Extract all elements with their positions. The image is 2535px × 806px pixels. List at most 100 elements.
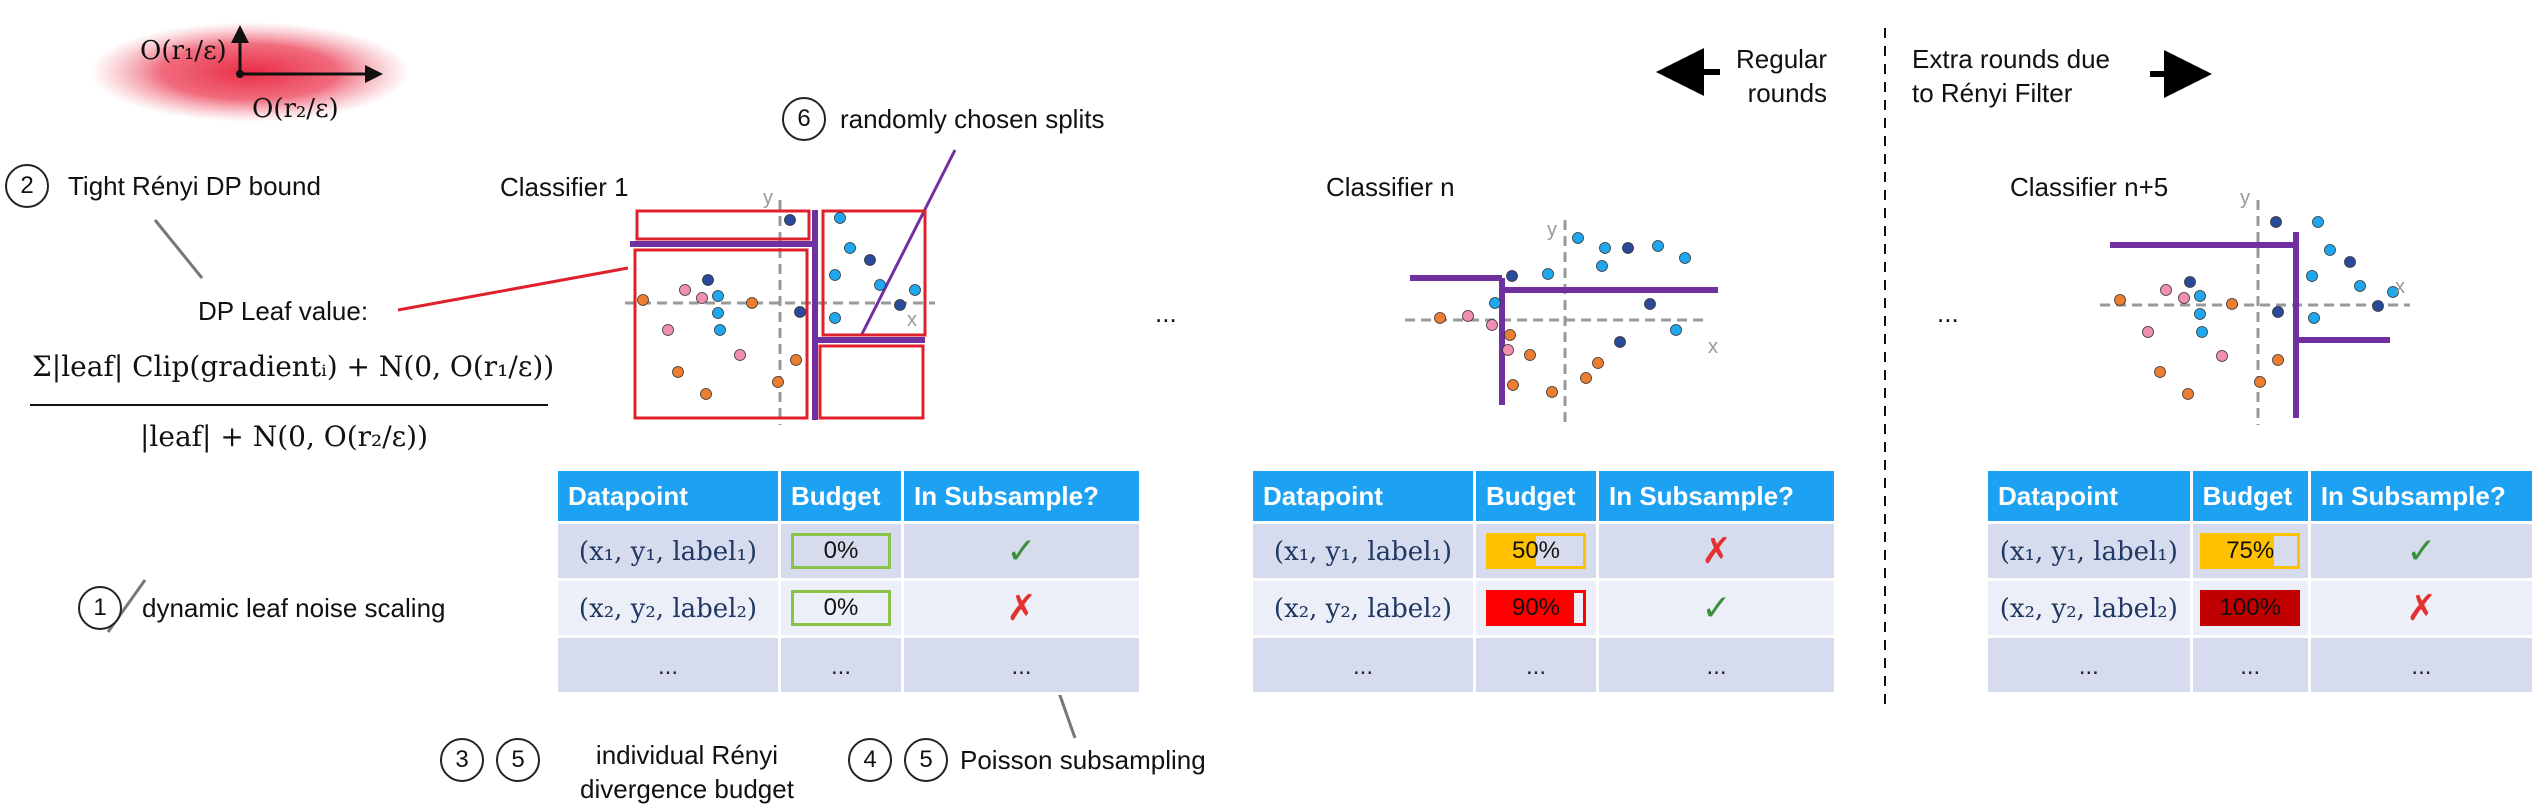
budget-value: ...: [830, 652, 851, 680]
column-header: Budget: [1473, 468, 1599, 524]
step-5-badge-b: 5: [904, 738, 948, 782]
budget-cell: 90%: [1473, 578, 1599, 638]
step-5-badge-a: 5: [496, 738, 540, 782]
column-header: Datapoint: [1250, 468, 1476, 524]
subsample-cell: ...: [2307, 635, 2535, 695]
step-4-badge: 4: [848, 738, 892, 782]
formula-denominator: |leaf| + N(0, O(r₂/ε)): [140, 420, 429, 453]
axis-label-y-cn: y: [1547, 219, 1557, 241]
budget-bar: 0%: [791, 533, 891, 569]
table-row: (x₂, y₂, label₂) 0% ✗: [555, 578, 1142, 638]
cross-icon: ✗: [1701, 530, 1732, 571]
budget-cell: ...: [2189, 635, 2311, 695]
formula-numerator: Σ|leaf| Clip(gradientᵢ) + N(0, O(r₁/ε)): [32, 350, 555, 383]
table-row: (x₁, y₁, label₁) 75% ✓: [1985, 521, 2535, 581]
budget-bar: 90%: [1486, 590, 1586, 626]
step-3-badge: 3: [440, 738, 484, 782]
check-icon: ✓: [1006, 530, 1037, 571]
budget-fill: [1489, 593, 1574, 623]
subsample-cell: ...: [1596, 635, 1837, 695]
extra-rounds-label: Extra rounds due to Rényi Filter: [1912, 44, 2111, 108]
check-icon: ✓: [2406, 530, 2437, 571]
axis-label-x-cn5: x: [2395, 276, 2405, 298]
cross-icon: ✗: [1006, 587, 1037, 628]
classifier-n5-plot: [2100, 200, 2410, 425]
column-header: In Subsample?: [1596, 468, 1837, 524]
budget-fill: [2203, 593, 2298, 623]
regular-rounds-label: Regular rounds: [1736, 44, 1828, 108]
budget-fill: [1489, 536, 1536, 566]
ellipsis: ...: [2411, 652, 2432, 680]
classifier-n5-title: Classifier n+5: [2010, 172, 2169, 202]
datapoint-value: (x₂, y₂, label₂): [578, 593, 758, 624]
classifier-1-title: Classifier 1: [500, 172, 629, 202]
subsample-cell: ✗: [1596, 521, 1837, 581]
ellipsis-between-1: ...: [1155, 298, 1177, 328]
datapoint-cell: ...: [1985, 635, 2193, 695]
column-header: Budget: [778, 468, 904, 524]
classifier-1-plot: [625, 200, 935, 425]
budget-bar: 0%: [791, 590, 891, 626]
subsample-cell: ✓: [901, 521, 1142, 581]
classifier-n-title: Classifier n: [1326, 172, 1455, 202]
budget-value: 100%: [2219, 594, 2281, 621]
budget-value: 0%: [823, 537, 859, 564]
datapoint-cell: (x₁, y₁, label₁): [555, 521, 781, 581]
budget-cell: 0%: [778, 521, 904, 581]
datapoint-value: (x₁, y₁, label₁): [1999, 536, 2178, 567]
table-row: (x₁, y₁, label₁)50%✗: [1250, 521, 1837, 581]
ellipsis: ...: [1011, 652, 1032, 680]
datapoint-value: (x₂, y₂, label₂): [1273, 593, 1453, 624]
budget-value: ...: [2240, 652, 2261, 680]
dp-leaf-value-label: DP Leaf value:: [198, 296, 369, 326]
table-row: .........: [1250, 635, 1837, 695]
cross-icon: ✗: [2406, 587, 2437, 628]
ellipsis: ...: [1706, 652, 1727, 680]
budget-bar: 75%: [2200, 533, 2301, 569]
budget-cell: 75%: [2189, 521, 2311, 581]
budget-value: ...: [1525, 652, 1546, 680]
budget-cell: 0%: [778, 578, 904, 638]
subsample-cell: ✗: [901, 578, 1142, 638]
table-row: .........: [555, 635, 1142, 695]
step-45-label: Poisson subsampling: [960, 745, 1206, 775]
table-row: (x₂, y₂, label₂) 100% ✗: [1985, 578, 2535, 638]
step-1-badge: 1: [78, 586, 122, 630]
ellipsis-between-2: ...: [1937, 298, 1959, 328]
datapoint-value: ...: [1352, 652, 1373, 680]
bound-r2: O(r₂/ε): [252, 94, 339, 124]
table-row: (x₁, y₁, label₁) 0% ✓: [555, 521, 1142, 581]
budget-value: 0%: [823, 594, 859, 621]
column-header: Datapoint: [1985, 468, 2193, 524]
column-header: Budget: [2189, 468, 2311, 524]
step-35-label: individual Rényi divergence budget: [580, 740, 794, 804]
budget-cell: 50%: [1473, 521, 1599, 581]
datapoint-cell: (x₁, y₁, label₁): [1985, 521, 2193, 581]
subsample-cell: ✓: [2307, 521, 2535, 581]
subsample-cell: ✗: [2307, 578, 2535, 638]
subsample-cell: ✓: [1596, 578, 1837, 638]
budget-value: 75%: [2226, 537, 2275, 564]
datapoint-value: ...: [2078, 652, 2099, 680]
budget-value: 90%: [1511, 594, 1561, 621]
table-row: .........: [1985, 635, 2535, 695]
datapoint-cell: (x₂, y₂, label₂): [555, 578, 781, 638]
datapoint-cell: ...: [555, 635, 781, 695]
step-1-label: dynamic leaf noise scaling: [142, 593, 446, 623]
budget-cell: ...: [778, 635, 904, 695]
datapoint-cell: (x₂, y₂, label₂): [1985, 578, 2193, 638]
column-header: In Subsample?: [2307, 468, 2535, 524]
budget-bar: 100%: [2200, 590, 2301, 626]
budget-fill: [2203, 536, 2274, 566]
red-glow: [90, 22, 410, 122]
datapoint-value: (x₂, y₂, label₂): [1999, 593, 2178, 624]
datapoint-value: (x₁, y₁, label₁): [578, 536, 758, 567]
datapoint-value: ...: [657, 652, 678, 680]
step-6-badge: 6: [782, 97, 826, 141]
step-2-label: Tight Rényi DP bound: [68, 171, 321, 201]
column-header: Datapoint: [555, 468, 781, 524]
